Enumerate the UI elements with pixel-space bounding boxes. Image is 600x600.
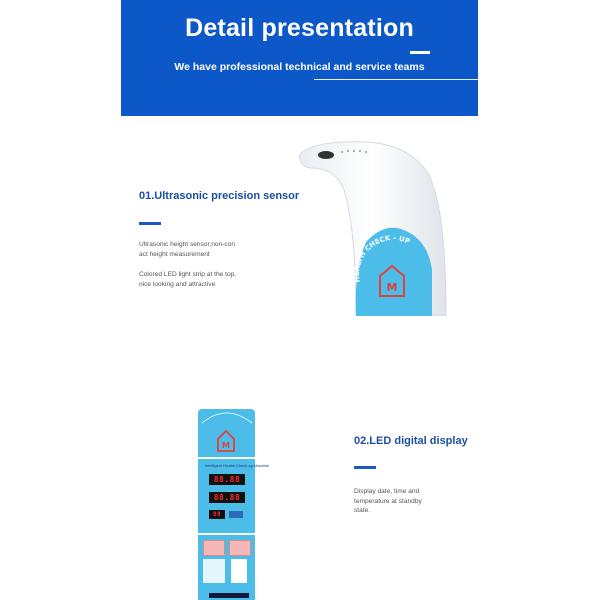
device-base-strip: [209, 593, 249, 598]
section1-description-b: Colored LED light strip at the top, nice…: [139, 271, 237, 288]
sample-image-left: [203, 540, 225, 556]
ultrasonic-sensor-device-image: HEALTH CHECK - UP M: [296, 140, 454, 317]
title-underline: [410, 51, 430, 54]
section1-accent-bar: [139, 222, 161, 225]
svg-text:M: M: [387, 281, 398, 294]
page-title: Detail presentation: [185, 14, 414, 42]
header-banner: Detail presentation We have professional…: [121, 0, 528, 116]
led-readout-3: 88: [209, 510, 225, 519]
led-readout-1: 88.88: [209, 474, 245, 485]
subtitle-underline: [314, 79, 528, 80]
section2-title: 02.LED digital display: [354, 435, 468, 447]
sensor-plate: [231, 559, 247, 583]
section2-description: Display date, time and temperature at st…: [354, 488, 422, 515]
page-subtitle: We have professional technical and servi…: [174, 61, 425, 73]
section1-title: 01.Ultrasonic precision sensor: [139, 190, 300, 202]
svg-text:M: M: [222, 441, 230, 450]
led-readout-2: 88.88: [209, 492, 245, 503]
section1-description-a: Ultrasonic height sensor,non-con act hei…: [139, 241, 236, 258]
status-indicators: [229, 511, 243, 518]
section2-accent-bar: [354, 466, 376, 469]
device-top-panel: [198, 409, 255, 457]
device-caption: Intelligent Health Check-up Machine: [205, 463, 270, 468]
instruction-card: [203, 559, 225, 583]
led-display-device-image: M Intelligent Health Check-up Machine 88…: [195, 407, 269, 600]
sample-image-right: [229, 540, 251, 556]
